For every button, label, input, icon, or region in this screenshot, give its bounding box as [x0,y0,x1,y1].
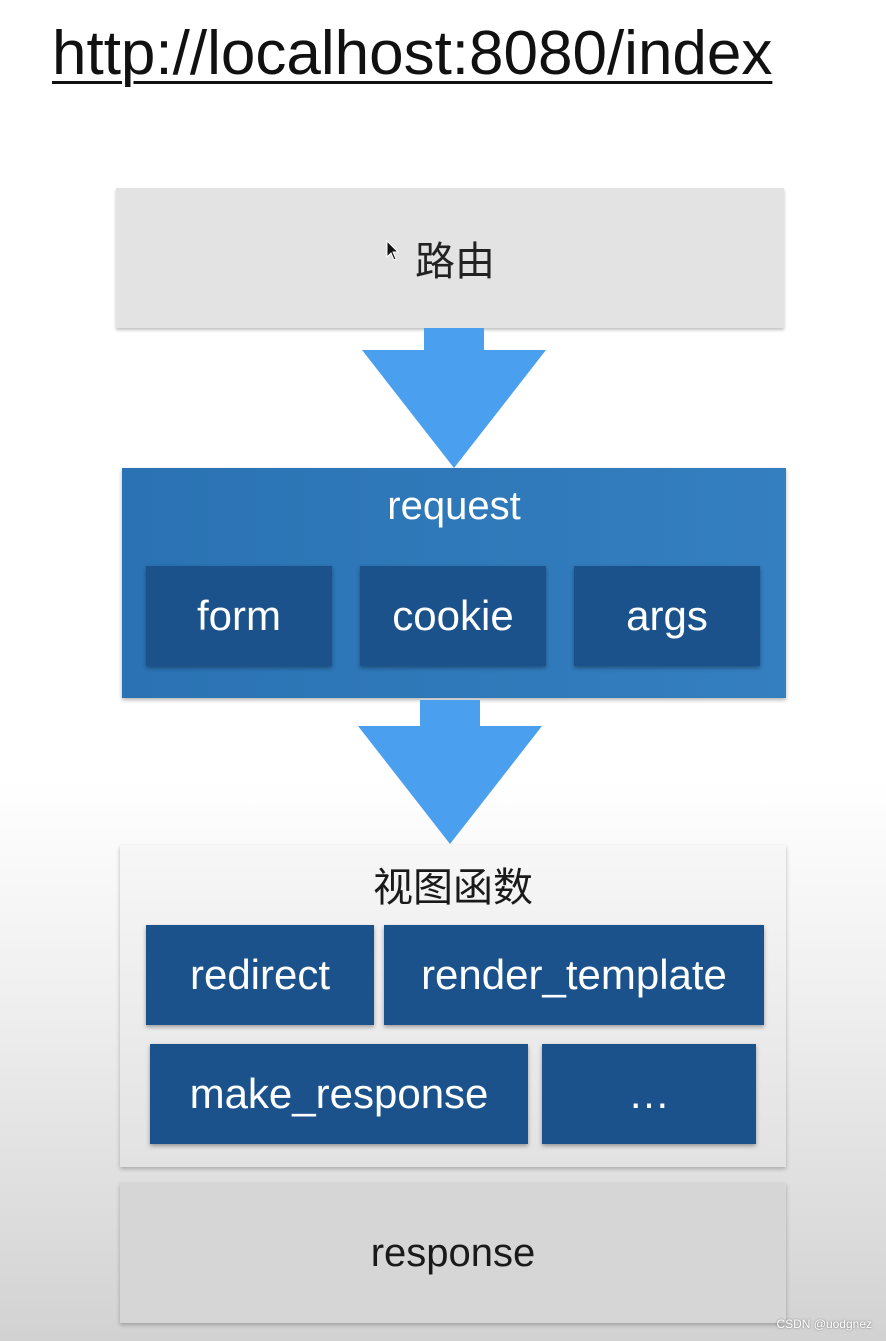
request-box: request form cookie args [122,468,786,698]
view-item-make-response: make_response [150,1044,528,1144]
response-box: response [120,1183,786,1323]
watermark: CSDN @uodgnez [776,1317,872,1331]
request-title: request [387,484,521,528]
view-item-render-template: render_template [384,925,764,1025]
request-item-cookie: cookie [360,566,546,666]
url-heading: http://localhost:8080/index [52,19,773,88]
view-item-ellipsis: … [542,1044,756,1144]
route-label: 路由 [415,239,495,285]
response-label: response [370,1230,536,1275]
arrow-down-icon [358,700,542,844]
view-item-redirect: redirect [146,925,374,1025]
view-function-box: 视图函数 redirect render_template make_respo… [120,845,786,1167]
arrow-down-icon [362,328,546,468]
request-item-args: args [574,566,760,666]
route-box: 路由 [116,188,784,328]
view-function-title: 视图函数 [373,865,533,911]
mouse-cursor-icon [386,240,400,261]
request-item-form: form [146,566,332,666]
